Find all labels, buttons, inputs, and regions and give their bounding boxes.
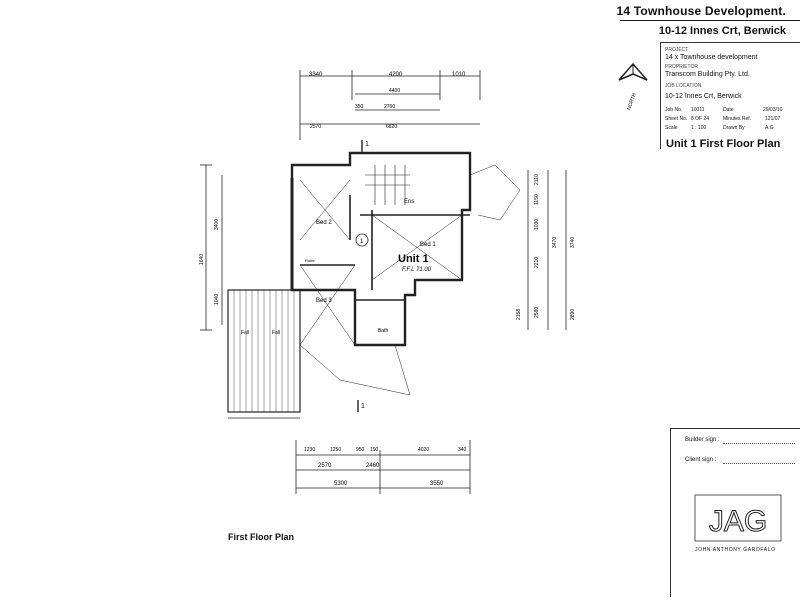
scale-label: Scale	[665, 125, 678, 131]
job-no-value: 10011	[691, 107, 705, 113]
right-dim-a: 2110	[534, 174, 540, 185]
right-dim-e: 3740	[570, 237, 576, 248]
sheet-value: 8 OF 24	[691, 116, 710, 122]
top-dim-3b: 2760	[384, 104, 395, 110]
top-dim-4a: 2570	[310, 124, 321, 130]
project-label: PROJECT	[665, 47, 689, 53]
job-location-value: 10-12 Innes Crt, Berwick	[665, 93, 742, 100]
top-dim-1a: 3340	[309, 72, 323, 78]
builder-sign-line	[723, 443, 795, 444]
ffl-label: F.F.L 71.00	[402, 267, 432, 273]
right-dim-h: 2580	[534, 307, 540, 318]
room-bed-2: Bed 2	[316, 220, 332, 226]
right-dim-c: 1030	[534, 219, 540, 230]
project-value: 14 x Townhouse development	[665, 54, 758, 61]
right-dim-g: 2158	[516, 309, 522, 320]
deck-fall-1: Fall	[241, 330, 249, 336]
section-bottom-label: 1	[361, 403, 365, 410]
bottom-dim-3b: 3550	[430, 481, 444, 487]
sheet-plan-title: Unit 1 First Floor Plan	[666, 138, 781, 150]
project-header-title: 14 Townhouse Development.	[616, 4, 786, 18]
room-bed-3: Bed 3	[316, 298, 332, 304]
robe-label: Robe	[305, 258, 315, 263]
title-block: PROJECT 14 x Townhouse development PROPR…	[660, 42, 800, 149]
date-label: Date	[723, 107, 734, 113]
signoff-block: Builder sign : Client sign : JAG JOHN AN…	[670, 428, 800, 597]
right-dim-b: 1150	[534, 194, 540, 205]
logo-name: JOHN ANTHONY GAROFALO	[695, 547, 776, 553]
bottom-dim-1e: 4020	[418, 447, 429, 453]
builder-sign-label: Builder sign :	[685, 437, 720, 443]
left-dim-a: 3400	[214, 219, 220, 230]
plan-caption: First Floor Plan	[228, 532, 295, 542]
right-dim-d: 3470	[552, 237, 558, 248]
drawn-value: A.G	[765, 125, 774, 131]
left-dim-c: 1640	[199, 254, 205, 265]
proprietor-value: Transcom Building Pty. Ltd.	[665, 71, 750, 78]
bottom-dim-1f: 340	[458, 447, 467, 453]
client-sign-line	[723, 463, 795, 464]
unit-label: Unit 1	[398, 253, 429, 265]
bottom-dim-1c: 950	[356, 447, 365, 453]
date-value: 29/03/10	[763, 107, 783, 113]
bottom-dim-2a: 2570	[318, 463, 332, 469]
room-ensuite: Ens	[404, 199, 414, 205]
job-no-label: Job No.	[665, 107, 683, 113]
bottom-dim-1a: 1230	[304, 447, 315, 453]
minutes-value: 121/07	[765, 116, 781, 122]
top-dim-1c: 1010	[452, 72, 466, 78]
jag-logo-icon: JAG	[694, 494, 782, 542]
bottom-dim-1d: 190	[370, 447, 379, 453]
job-location-label: JOB LOCATION	[665, 83, 702, 89]
proprietor-label: PROPRIETOR	[665, 64, 698, 70]
scale-value: 1 : 100	[691, 125, 707, 131]
top-dim-1b: 4200	[389, 72, 403, 78]
svg-text:JAG: JAG	[709, 505, 767, 538]
deck-fall-2: Fall	[272, 330, 280, 336]
top-dim-2a: 4400	[389, 88, 400, 94]
left-dim-b: 1040	[214, 294, 220, 305]
project-header-address: 10-12 Innes Crt, Berwick	[658, 25, 786, 37]
svg-text:NORTH: NORTH	[626, 92, 638, 111]
north-arrow-icon: NORTH	[618, 62, 648, 111]
right-dim-f: 2210	[534, 257, 540, 268]
room-bed-1: Bed 1	[420, 242, 436, 248]
drawn-label: Drawn By	[723, 125, 745, 131]
bottom-dim-1b: 1250	[330, 447, 341, 453]
top-dim-4b: 6820	[386, 124, 397, 130]
bottom-dim-2b: 2460	[366, 463, 380, 469]
client-sign-label: Client sign :	[685, 457, 717, 463]
minutes-label: Minutes Ref.	[723, 116, 752, 122]
bottom-dim-3a: 5300	[334, 481, 348, 487]
section-top-label: 1	[365, 141, 369, 148]
top-dim-3a: 350	[355, 104, 364, 110]
header-rule	[620, 20, 800, 21]
section-marker: 1	[360, 239, 364, 245]
room-bath: Bath	[378, 328, 389, 334]
sheet-label: Sheet No.	[665, 116, 688, 122]
right-dim-i: 2890	[570, 309, 576, 320]
